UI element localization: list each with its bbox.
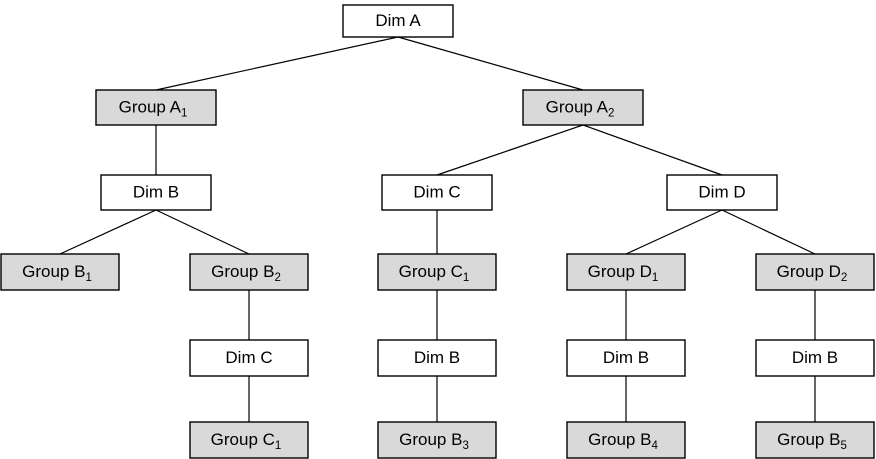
node-box-groupB1[interactable] — [0, 253, 120, 291]
node-label-groupD1: Group D1 — [588, 262, 659, 284]
node-box-dimB1[interactable] — [100, 174, 212, 211]
node-label-groupB2: Group B2 — [211, 262, 281, 284]
node-label-dimB4: Dim B — [792, 348, 838, 367]
node-label-groupB5: Group B5 — [777, 430, 847, 452]
node-groupA1[interactable]: Group A1 — [95, 89, 217, 126]
edge-groupA2-to-dimD1 — [582, 124, 723, 176]
node-groupD2[interactable]: Group D2 — [755, 253, 875, 291]
node-groupB1[interactable]: Group B1 — [0, 253, 120, 291]
node-label-dimB2: Dim B — [414, 348, 460, 367]
node-groupB3[interactable]: Group B3 — [377, 421, 497, 459]
node-dimC1[interactable]: Dim C — [381, 174, 493, 211]
node-groupC1a[interactable]: Group C1 — [377, 253, 497, 291]
node-groupB4[interactable]: Group B4 — [566, 421, 686, 459]
node-groupB5[interactable]: Group B5 — [755, 421, 875, 459]
node-label-groupA1: Group A1 — [119, 98, 188, 120]
node-label-dimD1: Dim D — [698, 183, 745, 202]
node-dimB3[interactable]: Dim B — [566, 339, 686, 377]
node-box-groupA1[interactable] — [95, 89, 217, 126]
node-box-dimD1[interactable] — [666, 174, 778, 211]
node-dimB4[interactable]: Dim B — [755, 339, 875, 377]
edge-groupA2-to-dimC1 — [436, 124, 584, 176]
edge-layer — [59, 36, 816, 422]
edge-dimA-to-groupA1 — [155, 36, 399, 91]
node-label-dimC2: Dim C — [225, 348, 272, 367]
node-label-groupC1a: Group C1 — [399, 262, 470, 284]
node-dimC2[interactable]: Dim C — [189, 339, 309, 377]
node-box-dimB2[interactable] — [377, 339, 497, 377]
edge-dimD1-to-groupD2 — [721, 209, 816, 255]
node-label-groupB3: Group B3 — [399, 430, 469, 452]
node-box-groupA2[interactable] — [522, 89, 644, 126]
node-box-dimB4[interactable] — [755, 339, 875, 377]
node-box-groupB2[interactable] — [189, 253, 309, 291]
node-label-groupB1: Group B1 — [22, 262, 92, 284]
node-box-groupB4[interactable] — [566, 421, 686, 459]
node-box-groupD2[interactable] — [755, 253, 875, 291]
node-dimB2[interactable]: Dim B — [377, 339, 497, 377]
node-label-groupB4: Group B4 — [588, 430, 658, 452]
node-groupA2[interactable]: Group A2 — [522, 89, 644, 126]
node-label-dimC1: Dim C — [413, 183, 460, 202]
node-label-dimB3: Dim B — [603, 348, 649, 367]
node-dimD1[interactable]: Dim D — [666, 174, 778, 211]
node-box-dimC1[interactable] — [381, 174, 493, 211]
node-box-dimA[interactable] — [342, 4, 454, 38]
node-box-groupB5[interactable] — [755, 421, 875, 459]
node-label-groupC1b: Group C1 — [211, 430, 282, 452]
edge-dimA-to-groupA2 — [397, 36, 584, 91]
node-groupC1b[interactable]: Group C1 — [189, 421, 309, 459]
node-box-dimB3[interactable] — [566, 339, 686, 377]
edge-dimB1-to-groupB1 — [59, 209, 157, 255]
edge-dimB1-to-groupB2 — [155, 209, 250, 255]
node-label-groupA2: Group A2 — [546, 98, 615, 120]
node-groupD1[interactable]: Group D1 — [566, 253, 686, 291]
node-box-dimC2[interactable] — [189, 339, 309, 377]
node-box-groupC1b[interactable] — [189, 421, 309, 459]
node-groupB2[interactable]: Group B2 — [189, 253, 309, 291]
node-layer: Dim A Group A1 Group A2 Dim B Dim C Dim D Grou… — [0, 4, 875, 459]
node-box-groupC1a[interactable] — [377, 253, 497, 291]
node-box-groupD1[interactable] — [566, 253, 686, 291]
node-box-groupB3[interactable] — [377, 421, 497, 459]
node-label-dimA: Dim A — [375, 11, 421, 30]
node-dimB1[interactable]: Dim B — [100, 174, 212, 211]
node-label-groupD2: Group D2 — [777, 262, 848, 284]
node-label-dimB1: Dim B — [133, 183, 179, 202]
edge-dimD1-to-groupD1 — [625, 209, 723, 255]
node-dimA[interactable]: Dim A — [342, 4, 454, 38]
